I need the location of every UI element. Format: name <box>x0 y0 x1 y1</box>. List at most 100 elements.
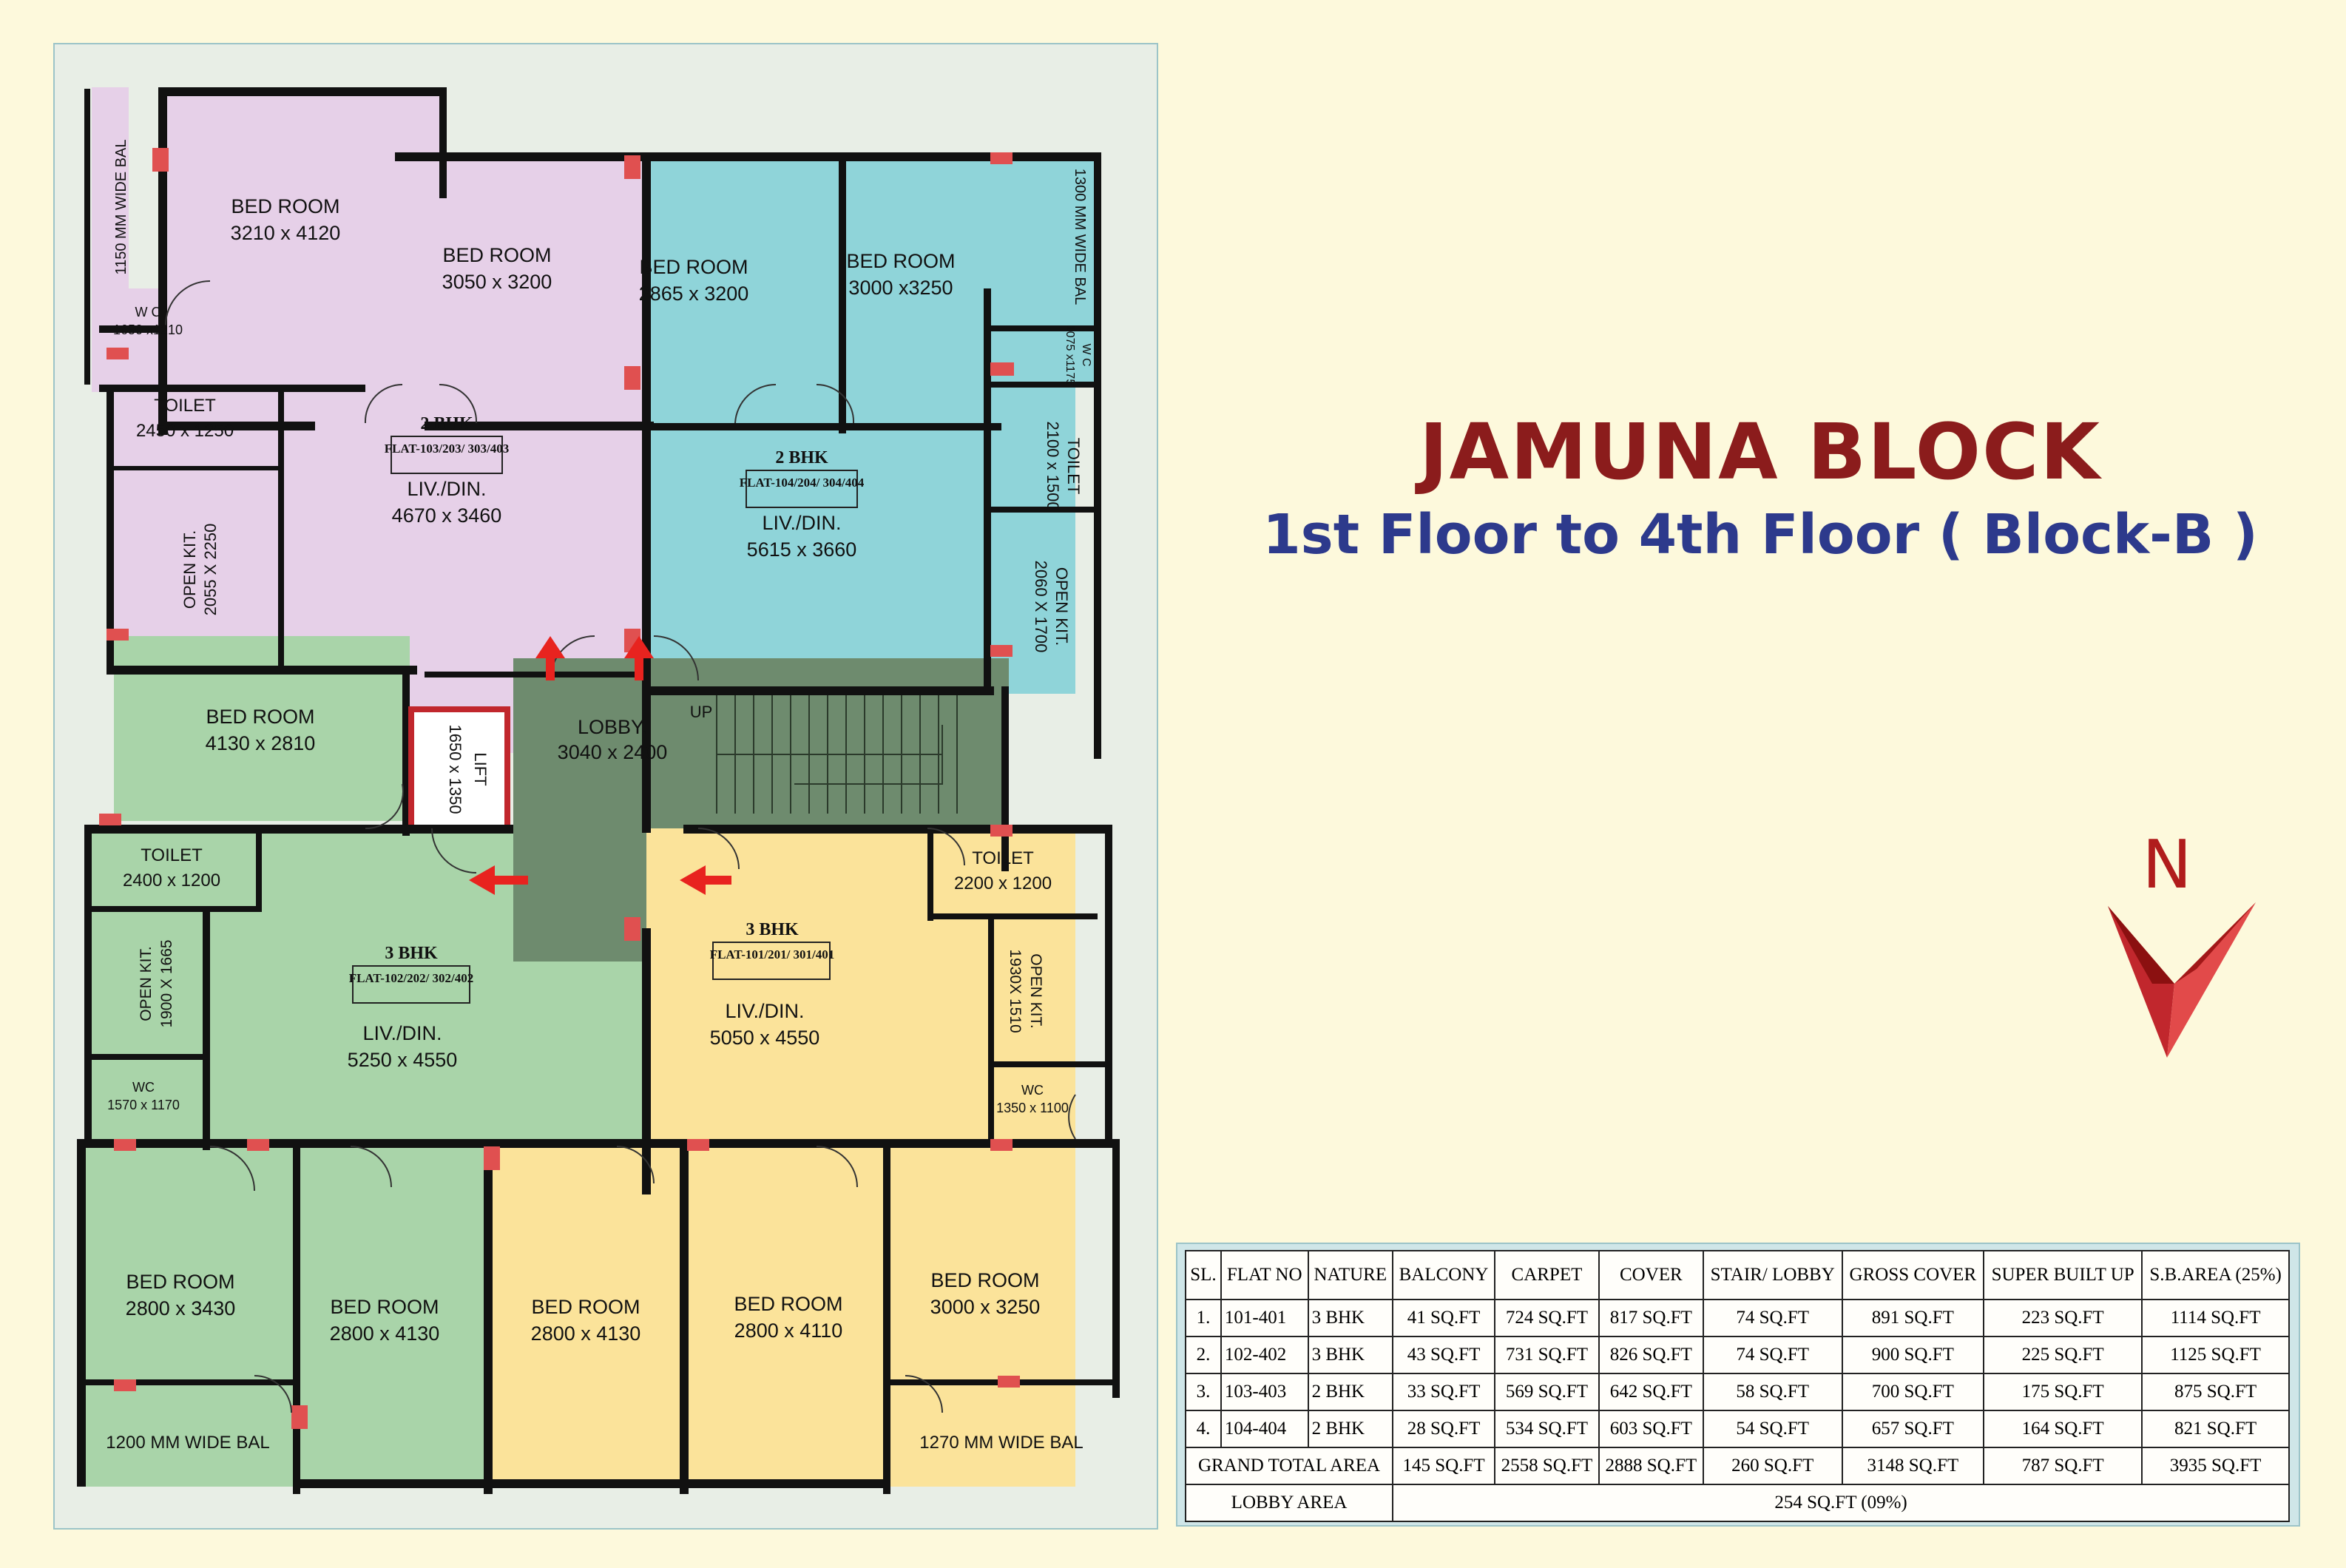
col-header: STAIR/ LOBBY <box>1702 1250 1843 1300</box>
room-name-18: OPEN KIT. <box>138 946 155 1021</box>
fill-toilet-2 <box>987 385 1075 510</box>
table-lobby-row: LOBBY AREA 254 SQ.FT (09%) <box>1184 1484 2290 1522</box>
fill-bedroom-2 <box>395 155 646 429</box>
fill-bedroom-5 <box>114 636 410 821</box>
table-cell: 102-402 <box>1220 1336 1309 1374</box>
table-cell: 2558 SQ.FT <box>1494 1447 1600 1485</box>
balcony-label-3: 1200 MM WIDE BAL <box>106 1433 269 1453</box>
table-cell: 731 SQ.FT <box>1494 1336 1600 1374</box>
room-name-1: BED ROOM <box>231 195 339 217</box>
room-name-27: BED ROOM <box>734 1293 842 1315</box>
north-arrow: N <box>2108 836 2256 1058</box>
table-cell: 2 BHK <box>1307 1373 1394 1411</box>
room-dim-8: 4670 x 3460 <box>392 504 502 527</box>
room-name-19: LIV./DIN. <box>362 1022 442 1044</box>
room-dim-5: 1650 x1210 <box>113 322 183 337</box>
flat-no-1: FLAT-103/203/ 303/403 <box>385 442 510 456</box>
fill-wc-4 <box>994 1065 1075 1146</box>
area-table: SL. FLAT NO NATURE BALCONY CARPET COVER … <box>1184 1250 2290 1522</box>
fill-bedroom-8 <box>491 1146 683 1487</box>
entry-arrows <box>469 636 731 895</box>
fill-openkit-4 <box>994 917 1075 1065</box>
room-dim-15: 3040 x 2400 <box>558 741 668 763</box>
col-header: COVER <box>1598 1250 1704 1300</box>
table-cell: 569 SQ.FT <box>1494 1373 1600 1411</box>
table-lobby-label: LOBBY AREA <box>1184 1484 1394 1522</box>
room-dim-6: 2450 x 1250 <box>136 421 234 441</box>
stairs <box>716 695 958 814</box>
area-table-panel: SL. FLAT NO NATURE BALCONY CARPET COVER … <box>1176 1243 2300 1527</box>
north-icon: N <box>2142 836 2191 904</box>
room-name-5: W C <box>135 305 161 320</box>
table-cell: 826 SQ.FT <box>1598 1336 1704 1374</box>
table-cell: 145 SQ.FT <box>1392 1447 1496 1485</box>
table-cell: 642 SQ.FT <box>1598 1373 1704 1411</box>
door-swings <box>165 280 1076 1413</box>
table-cell: 1125 SQ.FT <box>2141 1336 2290 1374</box>
table-header-row: SL. FLAT NO NATURE BALCONY CARPET COVER … <box>1185 1250 2290 1300</box>
table-cell: 2 BHK <box>1307 1410 1394 1448</box>
table-cell: 41 SQ.FT <box>1392 1299 1496 1337</box>
table-cell: 225 SQ.FT <box>1983 1336 2143 1374</box>
table-cell: 101-401 <box>1220 1299 1309 1337</box>
table-cell: 223 SQ.FT <box>1983 1299 2143 1337</box>
room-name-9: LIV./DIN. <box>762 512 841 534</box>
room-dim-17: 2200 x 1200 <box>954 873 1052 893</box>
fill-bal-1270 <box>887 1383 1075 1487</box>
fill-bedroom-7 <box>299 1146 506 1487</box>
room-dim-3: 2865 x 3200 <box>639 283 749 305</box>
room-name-11: OPEN KIT. <box>1052 567 1071 646</box>
fill-bedroom-3 <box>646 155 842 429</box>
room-dim-4: 3000 x3250 <box>848 277 953 299</box>
table-total-row: GRAND TOTAL AREA 145 SQ.FT 2558 SQ.FT 28… <box>1184 1447 2290 1485</box>
floor-plan-drawing: BED ROOM 3210 x 4120 BED ROOM 3050 x 320… <box>77 87 1120 1494</box>
table-lobby-value: 254 SQ.FT (09%) <box>1392 1484 2290 1522</box>
table-cell: 3 BHK <box>1307 1299 1394 1337</box>
room-dim-19: 5250 x 4550 <box>348 1049 458 1071</box>
table-cell: 28 SQ.FT <box>1392 1410 1496 1448</box>
table-total-label: GRAND TOTAL AREA <box>1184 1447 1394 1485</box>
room-dim-21: 1930X 1510 <box>1007 949 1024 1033</box>
room-name-16: TOILET <box>141 845 203 865</box>
table-cell: 1114 SQ.FT <box>2141 1299 2290 1337</box>
flat-type-2: 2 BHK <box>775 448 828 467</box>
table-row: 3. 103-403 2 BHK 33 SQ.FT 569 SQ.FT 642 … <box>1185 1373 2290 1411</box>
table-cell: 1. <box>1185 1299 1222 1337</box>
room-name-25: BED ROOM <box>330 1296 439 1318</box>
room-name-12: W C <box>1080 343 1092 366</box>
table-cell: 3148 SQ.FT <box>1841 1447 1985 1485</box>
col-header: FLAT NO <box>1220 1250 1309 1300</box>
table-cell: 260 SQ.FT <box>1702 1447 1843 1485</box>
room-dim-1: 3210 x 4120 <box>231 222 341 244</box>
table-cell: 33 SQ.FT <box>1392 1373 1496 1411</box>
table-cell: 821 SQ.FT <box>2141 1410 2290 1448</box>
table-cell: 58 SQ.FT <box>1702 1373 1843 1411</box>
flat-tags: 2 BHK FLAT-103/203/ 303/403 2 BHK FLAT-1… <box>349 414 865 1004</box>
room-name-28: BED ROOM <box>930 1269 1039 1291</box>
title-block: JAMUNA BLOCK 1st Floor to 4th Floor ( Bl… <box>1257 407 2263 567</box>
balcony-label-1: 1150 MM WIDE BAL <box>113 139 129 274</box>
table-cell: 724 SQ.FT <box>1494 1299 1600 1337</box>
col-header: CARPET <box>1494 1250 1600 1300</box>
table-cell: 700 SQ.FT <box>1841 1373 1985 1411</box>
page-subtitle: 1st Floor to 4th Floor ( Block-B ) <box>1262 503 2258 567</box>
room-dim-20: 5050 x 4550 <box>710 1027 820 1049</box>
table-cell: 3 BHK <box>1307 1336 1394 1374</box>
table-cell: 104-404 <box>1220 1410 1309 1448</box>
flat-type-4: 3 BHK <box>746 920 799 939</box>
table-cell: 175 SQ.FT <box>1983 1373 2143 1411</box>
room-name-14: LIFT <box>471 752 490 785</box>
room-name-21: OPEN KIT. <box>1027 953 1044 1029</box>
room-name-8: LIV./DIN. <box>407 478 486 500</box>
room-name-4: BED ROOM <box>846 250 955 272</box>
room-dim-25: 2800 x 4130 <box>330 1322 440 1345</box>
table-cell: 657 SQ.FT <box>1841 1410 1985 1448</box>
room-name-26: BED ROOM <box>531 1296 640 1318</box>
room-name-6: TOILET <box>154 396 216 416</box>
table-cell: 164 SQ.FT <box>1983 1410 2143 1448</box>
col-header: NATURE <box>1307 1250 1394 1300</box>
table-cell: 4. <box>1185 1410 1222 1448</box>
room-dim-11: 2060 X 1700 <box>1032 561 1050 653</box>
table-cell: 787 SQ.FT <box>1983 1447 2143 1485</box>
room-dim-28: 3000 x 3250 <box>930 1296 1041 1318</box>
